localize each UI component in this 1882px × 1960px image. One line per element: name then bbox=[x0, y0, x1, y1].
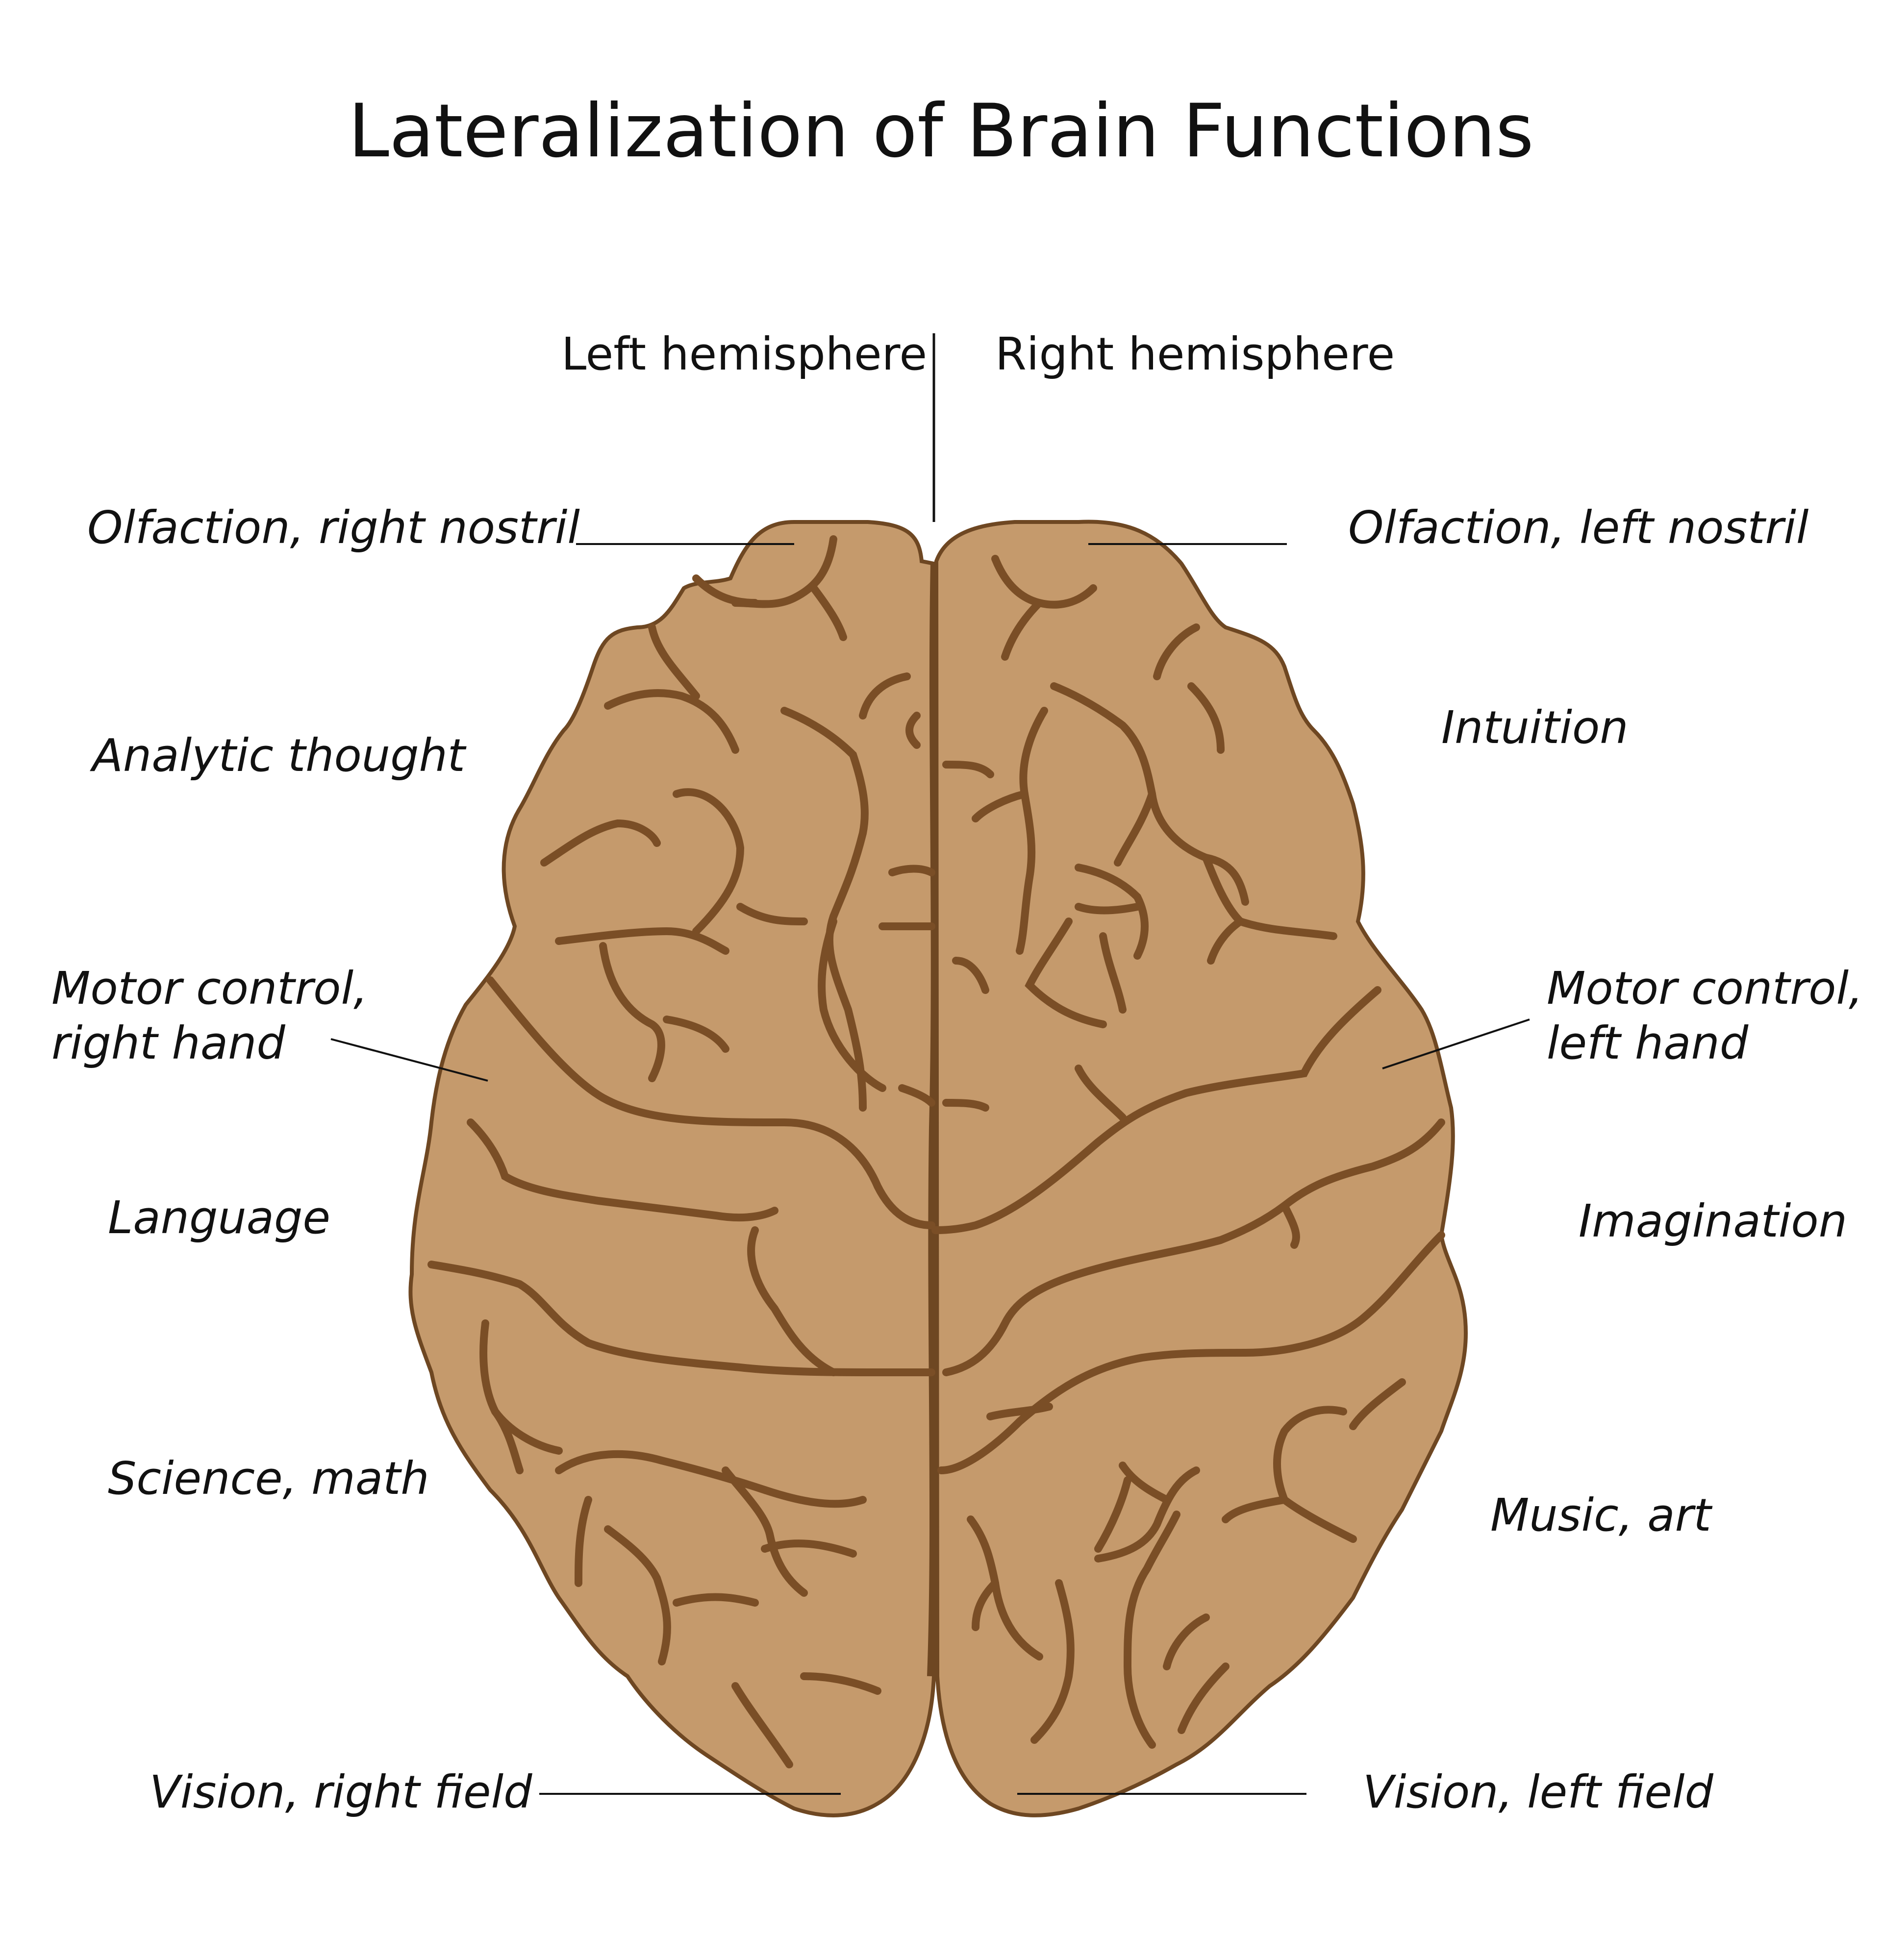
label-language: Language bbox=[108, 1191, 331, 1244]
label-science-math: Science, math bbox=[108, 1452, 429, 1505]
left-hemisphere-label: Left hemisphere bbox=[561, 328, 928, 380]
label-music-art: Music, art bbox=[1490, 1489, 1711, 1541]
diagram-title: Lateralization of Brain Functions bbox=[348, 89, 1534, 174]
label-motor-control-left-1: Motor control, bbox=[1547, 962, 1863, 1015]
label-olfaction-left-nostril: Olfaction, left nostril bbox=[1348, 501, 1809, 554]
right-sulci bbox=[931, 555, 1445, 1749]
leader-motor-left-hand bbox=[1382, 1018, 1530, 1069]
label-olfaction-right-nostril: Olfaction, right nostril bbox=[87, 501, 580, 554]
label-motor-control-right-2: right hand bbox=[51, 1017, 285, 1069]
leader-motor-right-hand bbox=[330, 1038, 488, 1082]
label-analytic-thought: Analytic thought bbox=[92, 729, 465, 782]
leader-lines bbox=[330, 543, 1530, 1795]
right-hemisphere-shape bbox=[934, 520, 1468, 1817]
label-intuition: Intuition bbox=[1441, 701, 1629, 754]
right-hemisphere-label: Right hemisphere bbox=[995, 328, 1395, 380]
label-vision-left-field: Vision, left field bbox=[1363, 1766, 1713, 1818]
label-motor-control-right-1: Motor control, bbox=[51, 962, 368, 1015]
left-hemisphere-shape bbox=[408, 520, 936, 1817]
left-sulci bbox=[427, 535, 935, 1768]
label-vision-right-field: Vision, right field bbox=[150, 1766, 532, 1818]
label-motor-control-left-2: left hand bbox=[1547, 1017, 1749, 1069]
longitudinal-fissure bbox=[927, 563, 938, 1677]
label-imagination: Imagination bbox=[1579, 1195, 1848, 1247]
